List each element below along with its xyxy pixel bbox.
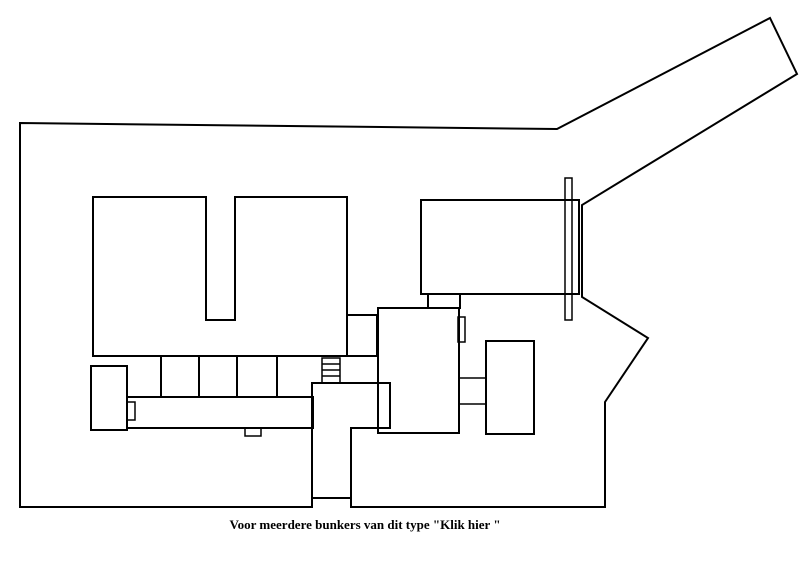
entrance-block <box>311 382 391 499</box>
blast-wall-plate <box>564 177 573 321</box>
caption-text: Voor meerdere bunkers van dit type <box>229 517 433 532</box>
upper-right-block <box>420 199 580 295</box>
central-block <box>377 307 460 434</box>
link-passage <box>427 293 461 309</box>
outer-enclosure-outline <box>19 16 799 508</box>
right-side-connector <box>458 377 487 405</box>
main-bunker-block <box>92 196 348 357</box>
lower-room-2 <box>198 355 238 398</box>
caption-link[interactable]: "Klik hier " <box>432 517 501 532</box>
central-block-niche <box>457 316 466 343</box>
caption: Voor meerdere bunkers van dit type "Klik… <box>0 517 730 533</box>
lower-room-1 <box>160 355 200 398</box>
lower-corridor <box>126 396 314 429</box>
lower-room-3 <box>236 355 278 398</box>
corridor-step-1 <box>126 401 136 421</box>
connector-room <box>346 314 378 357</box>
right-side-room <box>485 340 535 435</box>
lower-left-room <box>90 365 128 431</box>
corridor-step-2 <box>244 427 262 437</box>
